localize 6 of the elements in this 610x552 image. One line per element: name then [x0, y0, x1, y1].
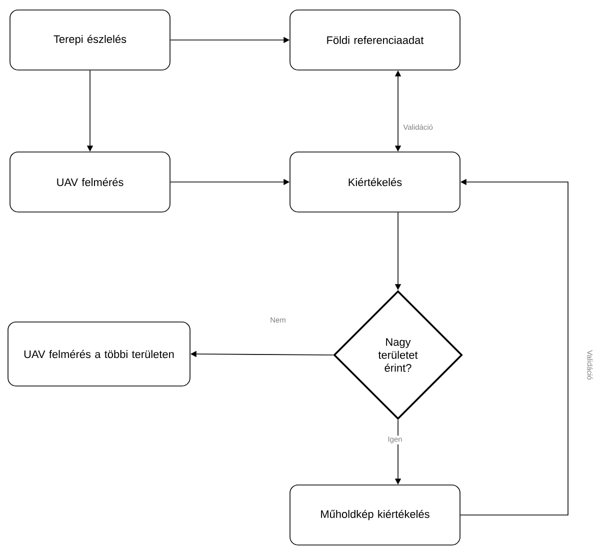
- process-box: Kiértékelés: [290, 152, 460, 212]
- process-box: UAV felmérés: [10, 152, 170, 212]
- process-box: Műholdkép kiértékelés: [290, 484, 460, 546]
- process-box: Földi referenciaadat: [290, 10, 460, 70]
- process-box: Terepi észlelés: [10, 10, 170, 70]
- process-box: UAV felmérés a többi területen: [8, 322, 190, 386]
